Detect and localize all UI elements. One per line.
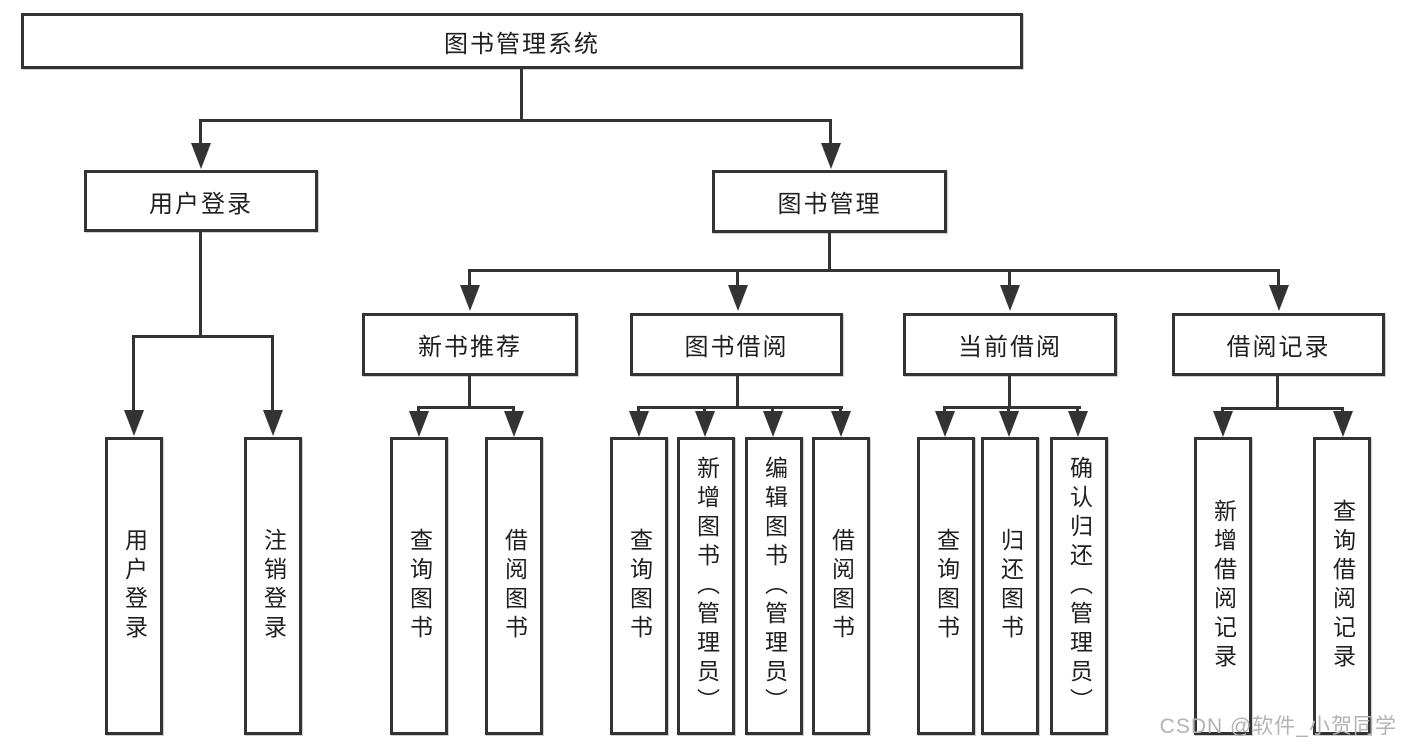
arrow-down-icon	[695, 411, 715, 437]
node-borrow-records: 借阅记录	[1172, 313, 1385, 376]
leaf-return-book-label: 归还图书	[997, 528, 1024, 644]
node-root-label: 图书管理系统	[444, 30, 600, 58]
node-user-login: 用户登录	[84, 170, 318, 232]
arrow-down-icon	[629, 411, 649, 437]
connector-bookborrow-drop2	[703, 406, 706, 414]
arrow-down-icon	[460, 285, 480, 311]
leaf-logout: 注销登录	[244, 437, 302, 735]
arrow-down-icon	[191, 143, 211, 169]
connector-newbookrec-rail	[417, 406, 515, 409]
arrow-down-icon	[763, 411, 783, 437]
connector-userlogin-drop-left	[132, 335, 135, 412]
connector-bookmgmt-drop2	[736, 269, 739, 287]
arrow-down-icon	[1068, 411, 1088, 437]
leaf-borrow-book: 借阅图书	[812, 437, 870, 735]
leaf-return-book: 归还图书	[981, 437, 1039, 735]
leaf-query-book-current-label: 查询图书	[933, 528, 960, 644]
arrow-down-icon	[935, 411, 955, 437]
leaf-borrow-book-label: 借阅图书	[828, 528, 855, 644]
leaf-add-book-admin-label: 新增图书（管理员）	[693, 455, 720, 717]
arrow-down-icon	[821, 143, 841, 169]
arrow-down-icon	[504, 411, 524, 437]
arrow-down-icon	[1333, 411, 1353, 437]
node-book-management: 图书管理	[712, 170, 947, 233]
arrow-down-icon	[831, 411, 851, 437]
node-current-borrow: 当前借阅	[903, 313, 1117, 376]
connector-borrowrecords-rail	[1221, 407, 1344, 410]
connector-borrowrecords-stem	[1276, 376, 1279, 410]
node-user-login-label: 用户登录	[149, 190, 253, 218]
connector-borrowrecords-drop1	[1221, 407, 1224, 414]
connector-bookmgmt-rail	[468, 269, 1280, 272]
connector-newbookrec-drop1	[417, 406, 420, 414]
connector-currentborrow-drop1	[943, 406, 946, 414]
leaf-add-book-admin: 新增图书（管理员）	[677, 437, 735, 735]
connector-root-drop-right	[829, 119, 832, 147]
leaf-borrow-book-recommend: 借阅图书	[485, 437, 543, 735]
connector-bookborrow-stem	[736, 376, 739, 409]
connector-bookborrow-drop4	[839, 406, 842, 414]
connector-bookmgmt-drop1	[468, 269, 471, 287]
leaf-add-borrow-record-label: 新增借阅记录	[1210, 499, 1237, 673]
leaf-user-login-label: 用户登录	[121, 528, 148, 644]
leaf-user-login: 用户登录	[105, 437, 163, 735]
connector-root-stem	[520, 69, 523, 119]
arrow-down-icon	[1269, 285, 1289, 311]
connector-bookmgmt-drop3	[1008, 269, 1011, 287]
connector-currentborrow-drop2	[1007, 406, 1010, 414]
connector-bookborrow-drop3	[771, 406, 774, 414]
node-new-book-recommend: 新书推荐	[362, 313, 578, 376]
leaf-confirm-return-admin-label: 确认归还（管理员）	[1066, 455, 1093, 717]
arrow-down-icon	[124, 410, 144, 436]
arrow-down-icon	[1213, 411, 1233, 437]
leaf-edit-book-admin: 编辑图书（管理员）	[745, 437, 803, 735]
node-book-borrow-label: 图书借阅	[684, 334, 789, 361]
connector-root-drop-left	[199, 119, 202, 147]
connector-bookborrow-rail	[637, 406, 843, 409]
leaf-query-borrow-record: 查询借阅记录	[1313, 437, 1371, 735]
node-borrow-records-label: 借阅记录	[1226, 334, 1331, 361]
connector-bookmgmt-drop4	[1277, 269, 1280, 287]
connector-currentborrow-rail	[943, 406, 1081, 409]
connector-bookmgmt-stem	[828, 233, 831, 272]
connector-newbookrec-stem	[468, 376, 471, 409]
connector-userlogin-stem	[199, 232, 202, 335]
leaf-query-book-recommend-label: 查询图书	[406, 528, 433, 644]
leaf-borrow-book-recommend-label: 借阅图书	[501, 528, 528, 644]
leaf-query-book-current: 查询图书	[917, 437, 975, 735]
arrow-down-icon	[728, 285, 748, 311]
arrow-down-icon	[1000, 285, 1020, 311]
node-book-borrow: 图书借阅	[630, 313, 843, 376]
watermark-text: CSDN @软件_小贺同学	[1159, 715, 1397, 738]
connector-currentborrow-drop3	[1076, 406, 1079, 414]
leaf-query-book-borrow: 查询图书	[610, 437, 668, 735]
node-new-book-recommend-label: 新书推荐	[418, 334, 522, 361]
leaf-edit-book-admin-label: 编辑图书（管理员）	[761, 455, 788, 717]
connector-currentborrow-stem	[1008, 376, 1011, 409]
leaf-query-book-borrow-label: 查询图书	[626, 528, 653, 644]
connector-newbookrec-drop2	[512, 406, 515, 414]
node-current-borrow-label: 当前借阅	[958, 334, 1062, 361]
node-root: 图书管理系统	[21, 13, 1023, 69]
connector-bookborrow-drop1	[637, 406, 640, 414]
connector-userlogin-drop-right	[271, 335, 274, 412]
connector-root-rail	[199, 119, 832, 122]
arrow-down-icon	[263, 410, 283, 436]
leaf-add-borrow-record: 新增借阅记录	[1194, 437, 1252, 735]
leaf-query-book-recommend: 查询图书	[390, 437, 448, 735]
connector-borrowrecords-drop2	[1341, 407, 1344, 414]
leaf-confirm-return-admin: 确认归还（管理员）	[1050, 437, 1108, 735]
node-book-management-label: 图书管理	[777, 191, 882, 218]
arrow-down-icon	[999, 411, 1019, 437]
leaf-query-borrow-record-label: 查询借阅记录	[1329, 499, 1356, 673]
arrow-down-icon	[409, 411, 429, 437]
connector-userlogin-rail	[132, 335, 274, 338]
leaf-logout-label: 注销登录	[260, 528, 287, 644]
